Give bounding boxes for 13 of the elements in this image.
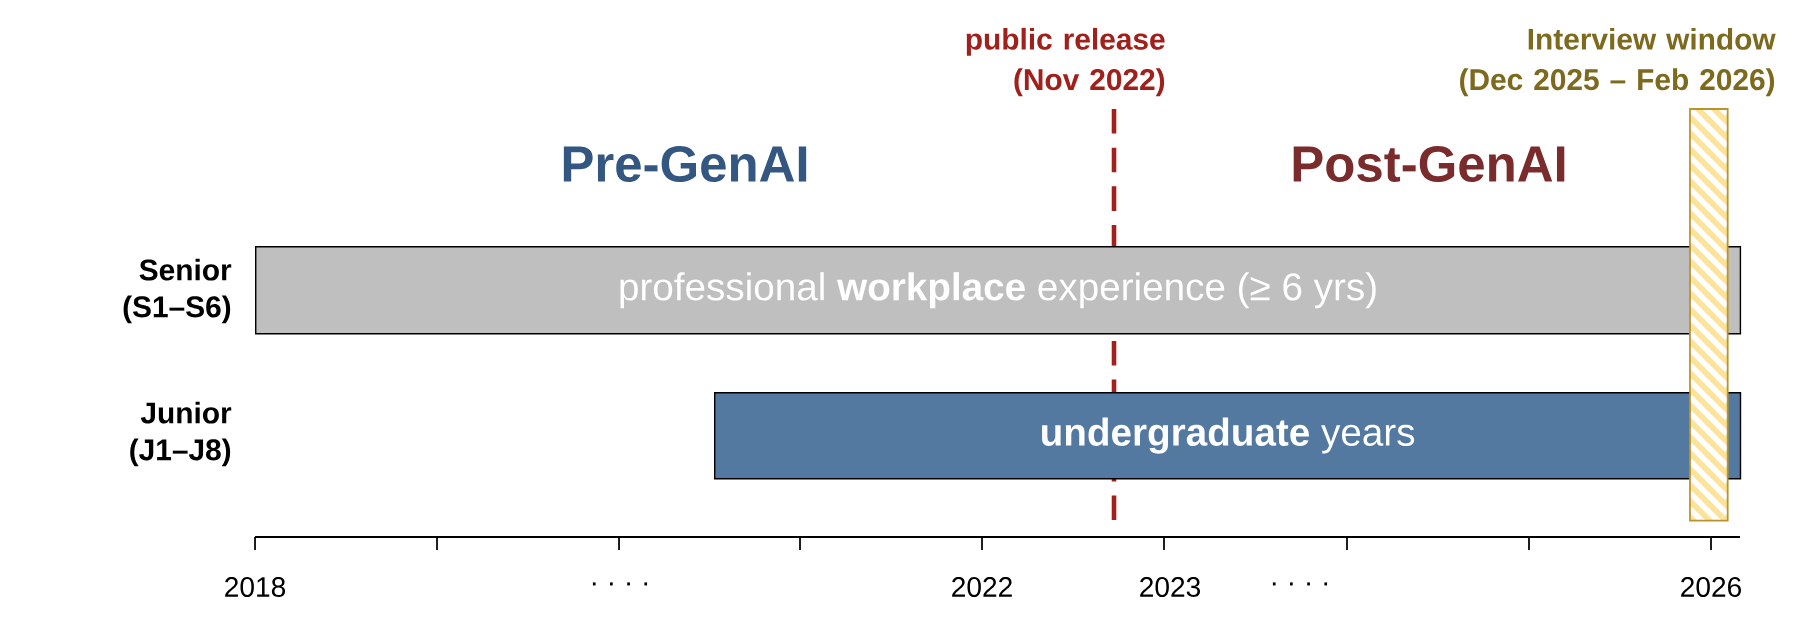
tick-label: 2023 [1140,577,1200,597]
row-label: Junior (J1–J8) [130,401,232,467]
band-heading: Interview window (Dec 2025 – Feb 2026) [1460,27,1776,97]
tick-label: · · · · [592,582,648,586]
tick-label: 2022 [952,577,1012,597]
tick-label: · · · · [1272,582,1328,586]
timeline-bar: undergraduate years [714,392,1742,480]
timeline-bar: professional workplace experience (≥ 6 yrs) [255,246,1742,335]
release-annotation: public release (Nov 2022) [966,27,1165,97]
era-label: Pre-GenAI [563,145,807,183]
tick-label: 2026 [1681,577,1741,597]
era-label: Post-GenAI [1293,145,1565,183]
tick-label: 2018 [225,577,286,597]
